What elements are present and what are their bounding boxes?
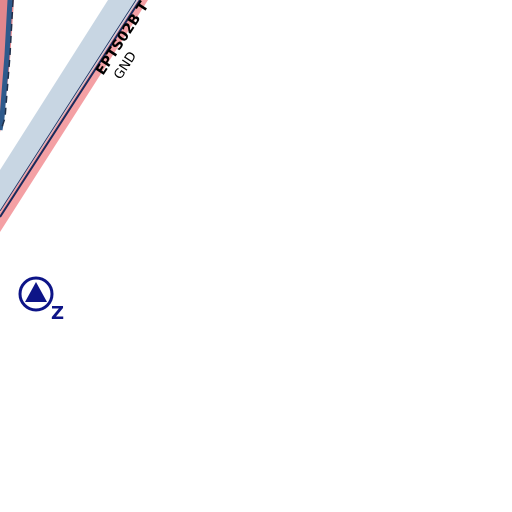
waypoint-code: Z: [51, 303, 64, 324]
left-zone-border: [0, 0, 13, 131]
waypoint[interactable]: Z: [18, 276, 64, 324]
airspace-border-line: [0, 0, 141, 218]
airspace-buffer: [0, 0, 148, 232]
left-zone[interactable]: [0, 0, 14, 132]
airspace-border-line-inner: [0, 0, 137, 212]
airspace-corridor[interactable]: [0, 0, 148, 232]
compulsory-reporting-point-triangle-icon: [25, 282, 47, 302]
left-zone-dashed-border: [0, 0, 14, 131]
airspace-fill: [0, 0, 138, 212]
